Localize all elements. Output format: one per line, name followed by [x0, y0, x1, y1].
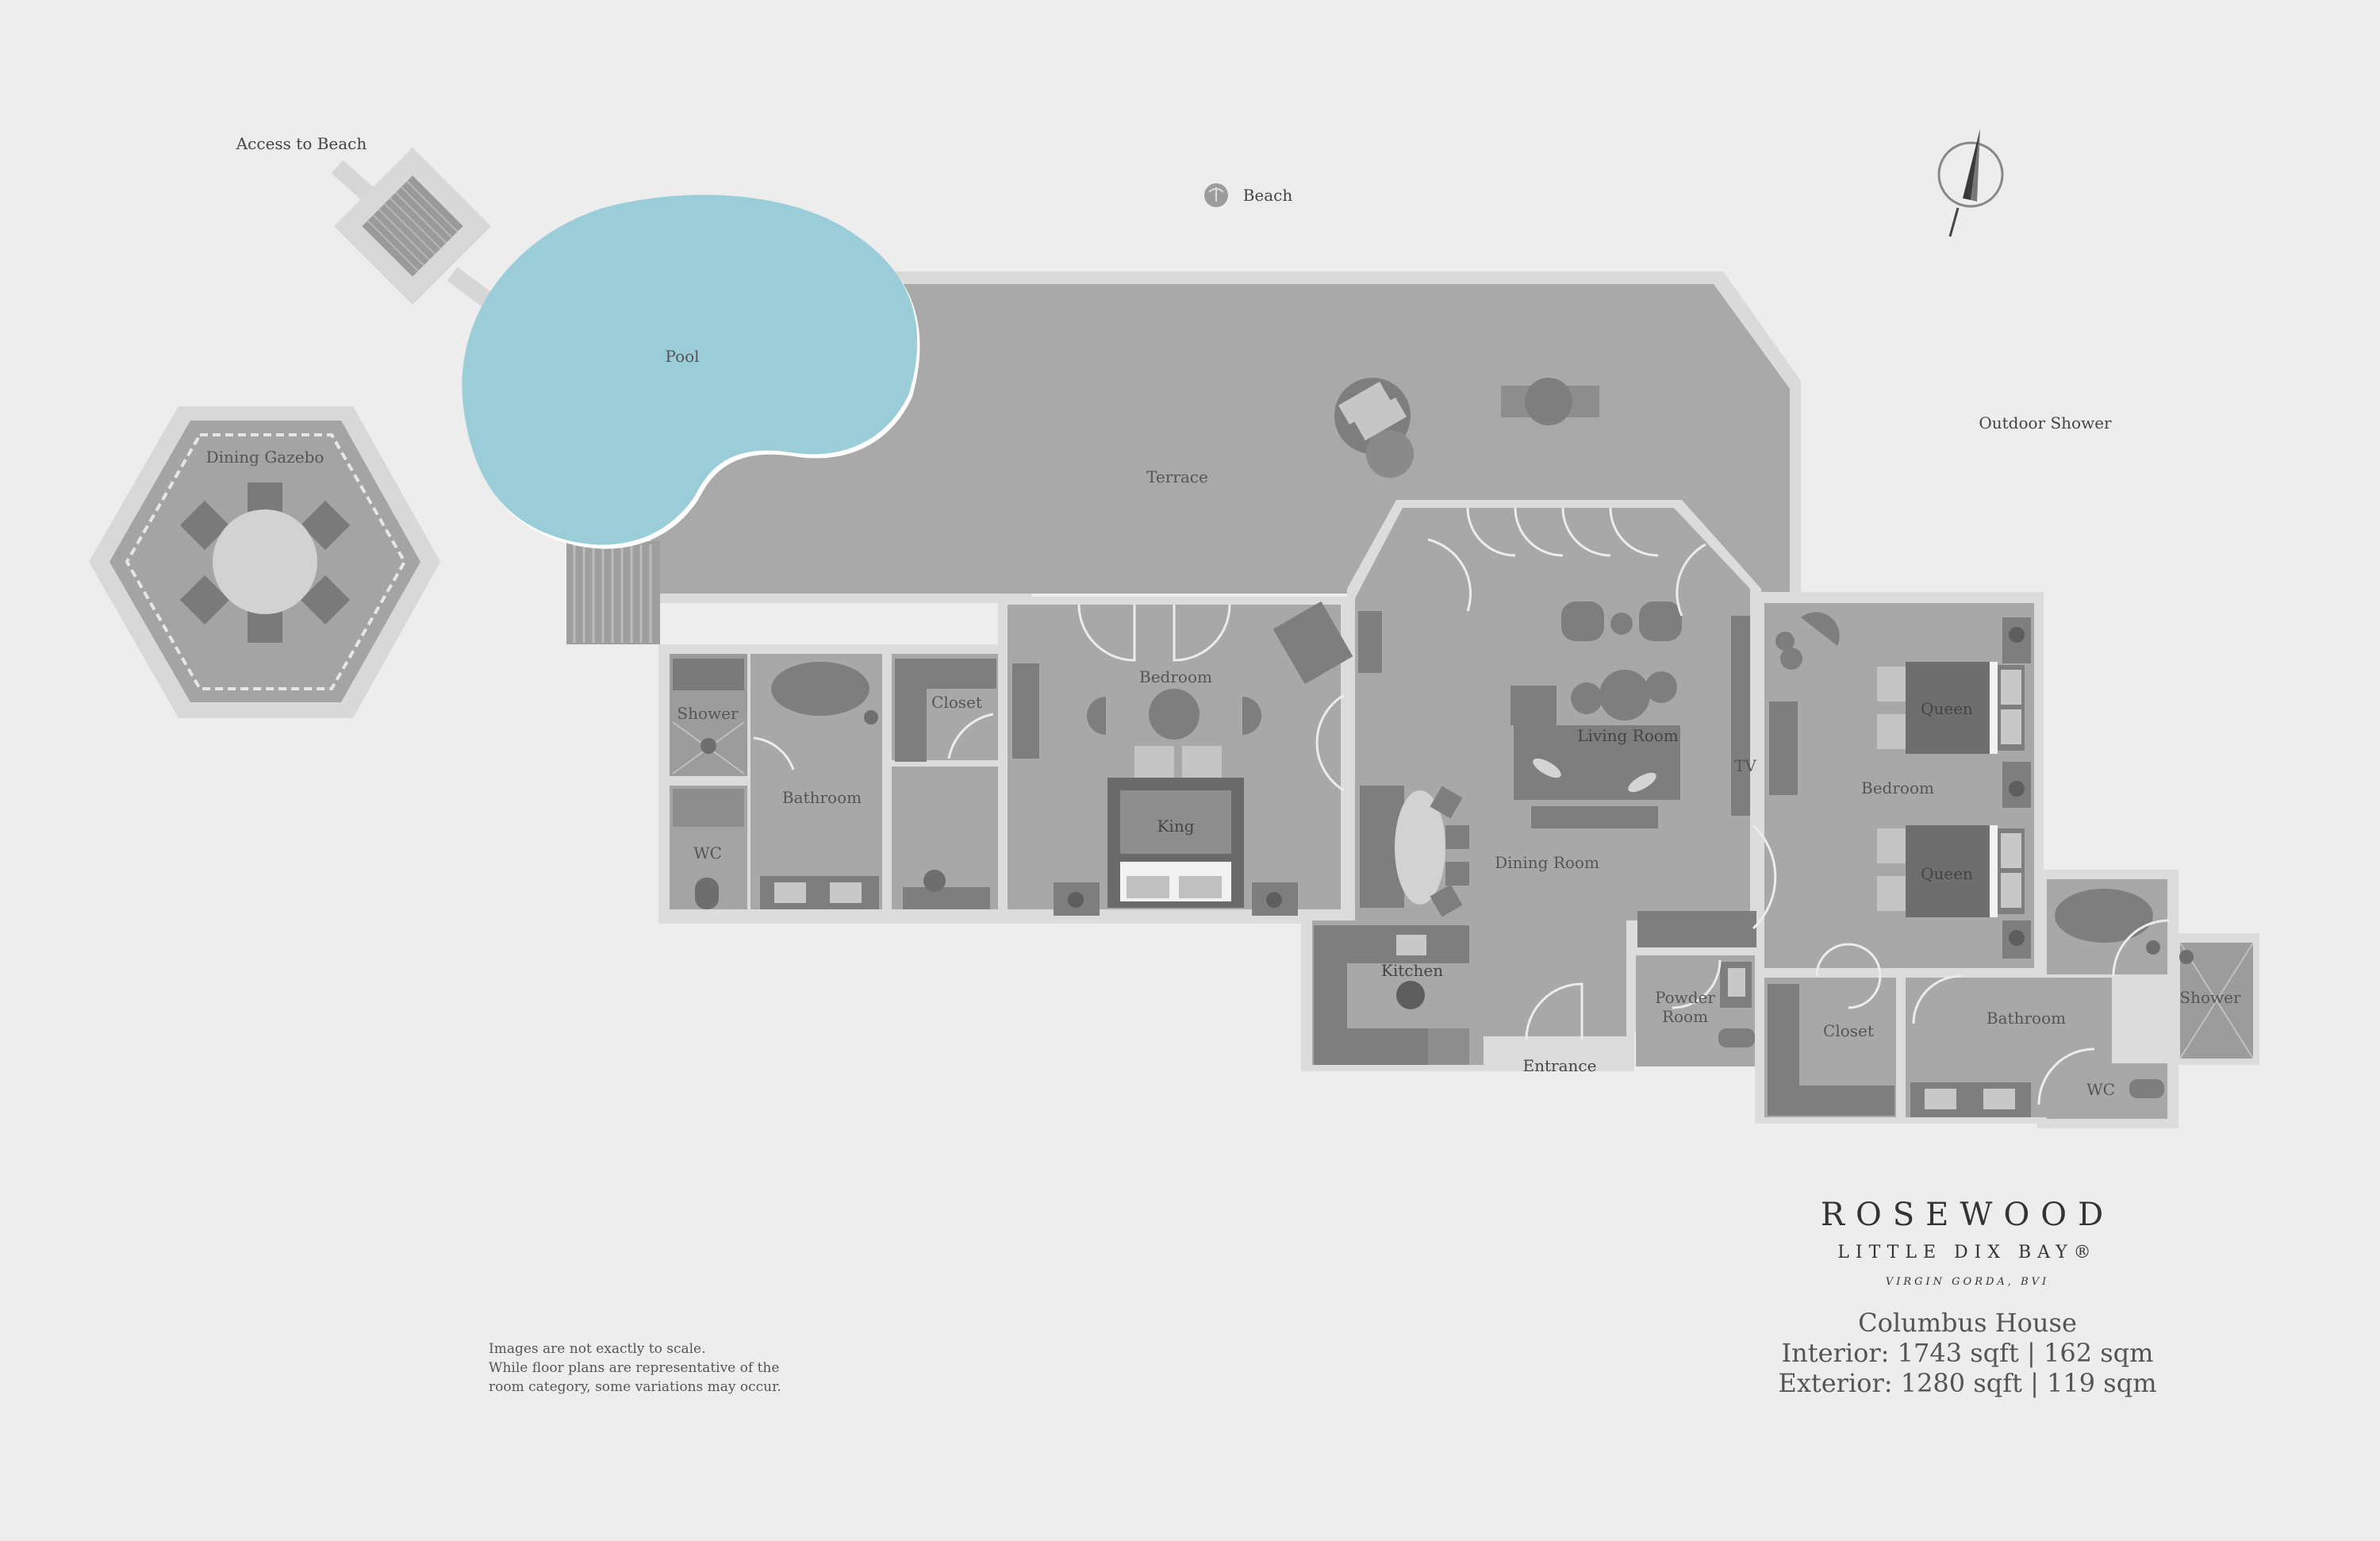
label-tv: TV [1734, 756, 1756, 775]
disclaimer-line3: room category, some variations may occur… [489, 1379, 781, 1395]
disclaimer-line1: Images are not exactly to scale. [489, 1341, 706, 1357]
label-wc-left: WC [693, 844, 722, 863]
label-closet-right: Closet [1823, 1021, 1874, 1040]
beach-access-deck [331, 148, 505, 317]
label-wc-right: WC [2086, 1080, 2115, 1099]
interior-area: Interior: 1743 sqft | 162 sqm [1781, 1338, 2154, 1368]
disclaimer: Images are not exactly to scale. While f… [489, 1339, 822, 1397]
label-kitchen: Kitchen [1381, 961, 1443, 980]
doors [753, 507, 2170, 1105]
label-beach: Beach [1243, 186, 1293, 205]
label-entrance: Entrance [1523, 1056, 1597, 1075]
beach-icon [1204, 183, 1228, 207]
label-powder-room-line2: Room [1662, 1007, 1708, 1026]
label-queen-bottom: Queen [1921, 864, 1973, 883]
label-dining-gazebo: Dining Gazebo [206, 448, 324, 467]
label-dining-room: Dining Room [1495, 853, 1599, 872]
label-terrace: Terrace [1146, 467, 1208, 486]
label-shower-right: Shower [2179, 988, 2241, 1007]
label-bathroom-left: Bathroom [782, 788, 862, 807]
label-closet-left: Closet [931, 693, 982, 712]
label-access-to-beach: Access to Beach [236, 134, 367, 153]
house-name: Columbus House [1858, 1308, 2077, 1338]
label-king: King [1157, 817, 1194, 836]
disclaimer-line2: While floor plans are representative of … [489, 1360, 780, 1376]
compass-icon [1937, 129, 2004, 237]
label-outdoor-shower: Outdoor Shower [1979, 413, 2112, 432]
dining-gazebo [89, 406, 440, 718]
label-living-room: Living Room [1577, 726, 1679, 745]
pool [462, 194, 920, 549]
exterior-area: Exterior: 1280 sqft | 119 sqm [1778, 1368, 2157, 1398]
label-pool: Pool [665, 347, 699, 366]
room-labels: Access to Beach Beach Outdoor Shower Poo… [206, 134, 2241, 1099]
rooms [670, 508, 2254, 1119]
label-shower-left: Shower [677, 704, 739, 723]
brand-location: VIRGIN GORDA, BVI [1885, 1276, 2050, 1288]
label-powder-room-line1: Powder [1655, 988, 1715, 1007]
label-queen-top: Queen [1921, 699, 1973, 718]
brand-subtitle: LITTLE DIX BAY® [1837, 1243, 2098, 1262]
label-bedroom-right: Bedroom [1861, 778, 1934, 797]
brand-name: ROSEWOOD [1820, 1197, 2115, 1233]
label-bedroom-left: Bedroom [1139, 667, 1212, 686]
label-bathroom-right: Bathroom [1987, 1009, 2066, 1028]
